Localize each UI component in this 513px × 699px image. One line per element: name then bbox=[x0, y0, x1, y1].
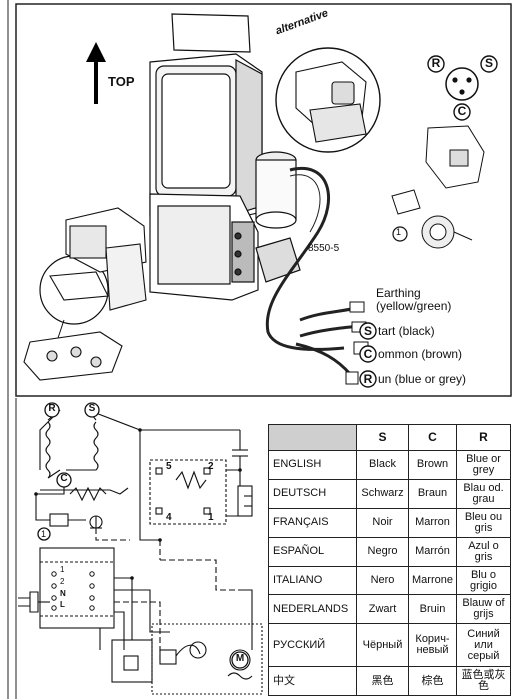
lang-cell: ESPAÑOL bbox=[268, 536, 357, 567]
c-cell: Braun bbox=[408, 478, 457, 509]
table-row: 中文 黑色 棕色 蓝色或灰色 bbox=[268, 666, 511, 696]
lang-cell: ENGLISH bbox=[268, 450, 357, 480]
header-s: S bbox=[356, 424, 409, 451]
fan-motor-letter: M bbox=[235, 653, 245, 664]
pin-s-letter: S bbox=[484, 56, 493, 70]
table-row: РУССКИЙ Чёрный Корич-невый Синий или сер… bbox=[268, 623, 511, 668]
start-wire-label: tart (black) bbox=[378, 324, 435, 338]
wire-s-marker bbox=[359, 322, 377, 340]
s-cell: 黑色 bbox=[356, 666, 409, 696]
relay-terminal-1: 1 bbox=[208, 512, 214, 523]
alternative-relay-drawing bbox=[295, 61, 367, 143]
top-label: TOP bbox=[108, 74, 135, 89]
c-cell: Marron bbox=[408, 507, 457, 538]
part-number-label: 8550-5 bbox=[308, 243, 340, 254]
s-cell: Чёрный bbox=[356, 623, 409, 668]
relay-pin-diagram bbox=[445, 67, 479, 101]
upper-panel-frame bbox=[15, 3, 512, 397]
c-cell: Bruin bbox=[408, 594, 457, 625]
r-cell: Синий или серый bbox=[456, 623, 511, 668]
relay-terminal-5: 5 bbox=[166, 461, 172, 472]
schematic-r-letter: R bbox=[48, 403, 56, 414]
start-wire-letter: S bbox=[363, 324, 372, 338]
lang-cell: FRANÇAIS bbox=[268, 507, 357, 538]
s-cell: Schwarz bbox=[356, 478, 409, 509]
c-cell: Корич-невый bbox=[408, 623, 457, 668]
schematic-s-letter: S bbox=[88, 403, 96, 414]
switch-pin-l: L bbox=[60, 600, 65, 609]
wire-r-marker bbox=[359, 370, 377, 388]
circled-one-upper-marker bbox=[392, 226, 408, 242]
s-cell: Black bbox=[356, 450, 409, 480]
table-row: ENGLISH Black Brown Blue or grey bbox=[268, 450, 511, 480]
run-wire-label: un (blue or grey) bbox=[378, 372, 467, 386]
run-wire-letter: R bbox=[363, 372, 373, 386]
schematic-c-letter: C bbox=[60, 473, 68, 484]
r-cell: Blu o grigio bbox=[456, 565, 511, 596]
lang-cell: DEUTSCH bbox=[268, 478, 357, 509]
r-cell: Azul o gris bbox=[456, 536, 511, 567]
header-c: C bbox=[408, 424, 457, 451]
header-r: R bbox=[456, 424, 511, 451]
common-wire-label: ommon (brown) bbox=[378, 347, 463, 361]
relay-terminal-2: 2 bbox=[208, 461, 214, 472]
s-cell: Negro bbox=[356, 536, 409, 567]
pin-c-marker bbox=[453, 103, 471, 121]
r-cell: Bleu ou gris bbox=[456, 507, 511, 538]
relay-terminal-4: 4 bbox=[166, 512, 172, 523]
r-cell: Blue or grey bbox=[456, 450, 511, 480]
pin-s-marker bbox=[480, 55, 498, 73]
top-arrow-icon bbox=[86, 42, 106, 104]
s-cell: Zwart bbox=[356, 594, 409, 625]
wire-color-table: S C R ENGLISH Black Brown Blue or grey D… bbox=[268, 424, 511, 696]
s-cell: Nero bbox=[356, 565, 409, 596]
compressor-relay-drawing bbox=[149, 13, 301, 301]
wire-c-marker bbox=[359, 345, 377, 363]
table-row: ITALIANO Nero Marrone Blu o grigio bbox=[268, 565, 511, 596]
lang-cell: ITALIANO bbox=[268, 565, 357, 596]
switch-pin-n: N bbox=[60, 589, 66, 598]
lang-cell: NEDERLANDS bbox=[268, 594, 357, 625]
earthing-color-label: (yellow/green) bbox=[376, 299, 452, 313]
table-row: FRANÇAIS Noir Marron Bleu ou gris bbox=[268, 507, 511, 538]
left-relay-drawing bbox=[23, 207, 147, 381]
lang-cell: 中文 bbox=[268, 666, 357, 696]
r-cell: Blauw of grijs bbox=[456, 594, 511, 625]
lang-cell: РУССКИЙ bbox=[268, 623, 357, 668]
common-wire-letter: C bbox=[363, 347, 373, 361]
pin-r-letter: R bbox=[431, 56, 441, 70]
table-row: ESPAÑOL Negro Marrón Azul o gris bbox=[268, 536, 511, 567]
table-header-row: S C R bbox=[268, 424, 511, 451]
c-cell: Marrón bbox=[408, 536, 457, 567]
circled-one-upper: 1 bbox=[396, 227, 402, 237]
c-cell: Marrone bbox=[408, 565, 457, 596]
table-row: NEDERLANDS Zwart Bruin Blauw of grijs bbox=[268, 594, 511, 625]
table-row: DEUTSCH Schwarz Braun Blau od. grau bbox=[268, 478, 511, 509]
c-cell: 棕色 bbox=[408, 666, 457, 696]
switch-pin-1: 1 bbox=[60, 565, 65, 574]
r-cell: Blau od. grau bbox=[456, 478, 511, 509]
s-cell: Noir bbox=[356, 507, 409, 538]
pin-c-letter: C bbox=[457, 104, 467, 118]
thermal-protector-drawing bbox=[391, 125, 485, 249]
earthing-label: Earthing bbox=[376, 286, 421, 300]
r-cell: 蓝色或灰色 bbox=[456, 666, 511, 696]
c-cell: Brown bbox=[408, 450, 457, 480]
switch-pin-2: 2 bbox=[60, 577, 65, 586]
pin-r-marker bbox=[427, 55, 445, 73]
header-blank bbox=[268, 424, 357, 451]
schematic-one-label: 1 bbox=[41, 529, 47, 539]
